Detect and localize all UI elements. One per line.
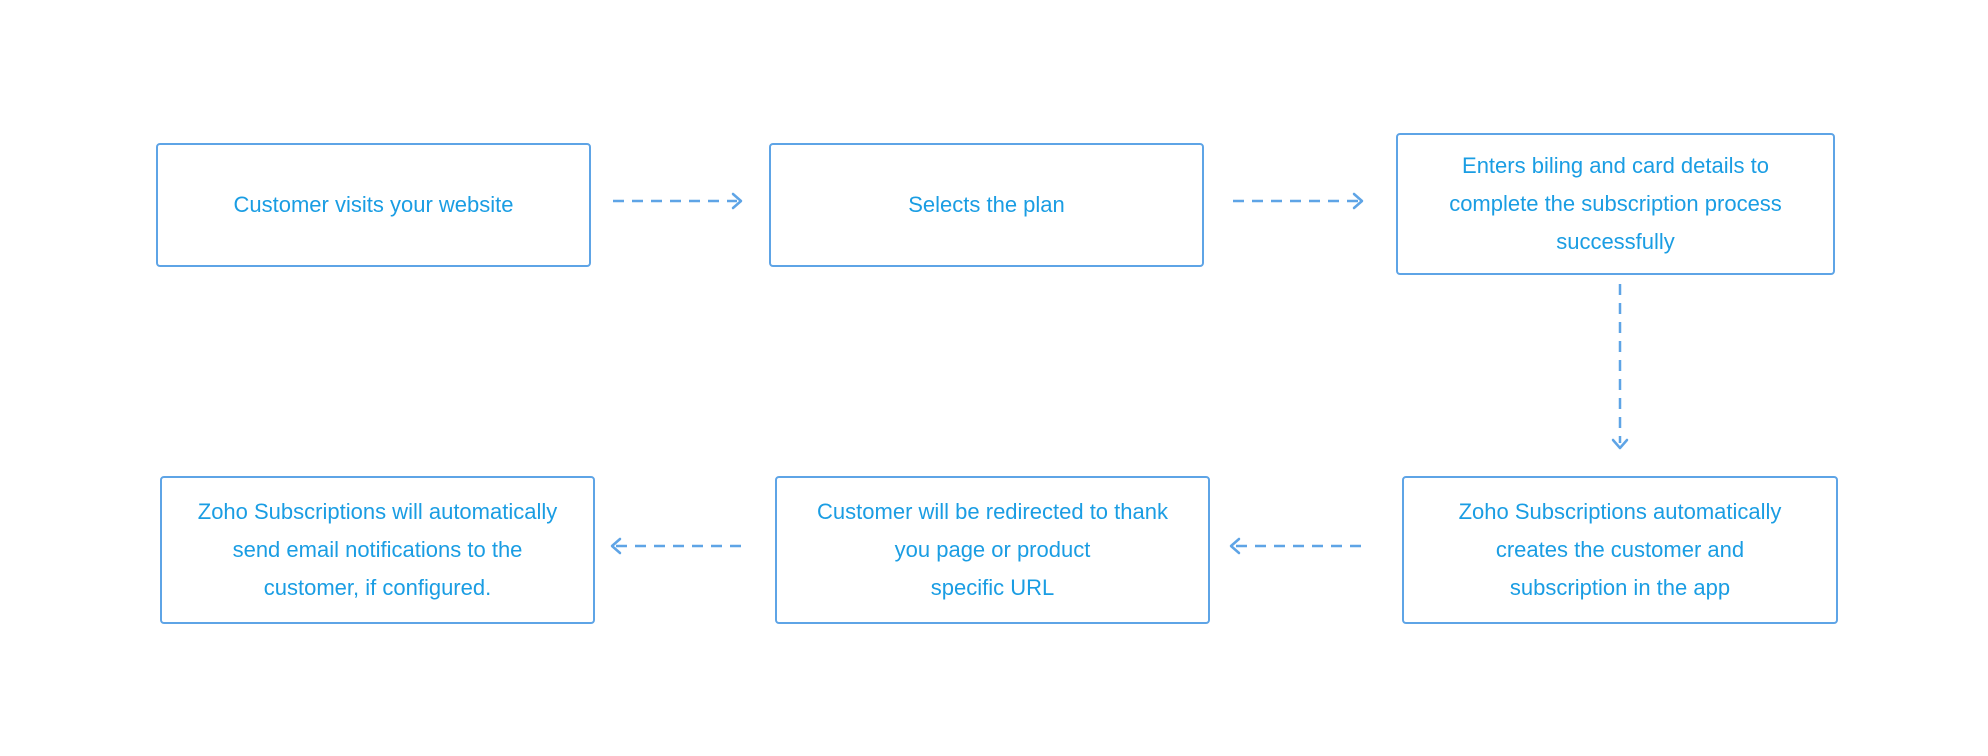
arrow-step3-to-step4 — [1611, 284, 1629, 450]
step-enter-billing: Enters biling and card details to comple… — [1396, 133, 1835, 275]
step-visit-website: Customer visits your website — [156, 143, 591, 267]
step-enter-billing-text: Enters biling and card details to comple… — [1449, 153, 1782, 254]
step-email-notifications-text: Zoho Subscriptions will automatically se… — [197, 499, 558, 600]
step-redirect-text: Customer will be redirected to thank you… — [817, 499, 1168, 600]
step-email-notifications: Zoho Subscriptions will automatically se… — [160, 476, 595, 624]
arrow-step4-to-step5 — [1229, 537, 1361, 555]
step-create-customer-text: Zoho Subscriptions automatically creates… — [1458, 499, 1782, 600]
step-create-customer: Zoho Subscriptions automatically creates… — [1402, 476, 1838, 624]
step-select-plan-text: Selects the plan — [908, 192, 1065, 217]
arrow-step2-to-step3 — [1233, 192, 1364, 210]
arrow-step1-to-step2 — [613, 192, 743, 210]
step-visit-website-text: Customer visits your website — [233, 192, 514, 217]
step-redirect: Customer will be redirected to thank you… — [775, 476, 1210, 624]
arrow-step5-to-step6 — [610, 537, 741, 555]
step-select-plan: Selects the plan — [769, 143, 1204, 267]
